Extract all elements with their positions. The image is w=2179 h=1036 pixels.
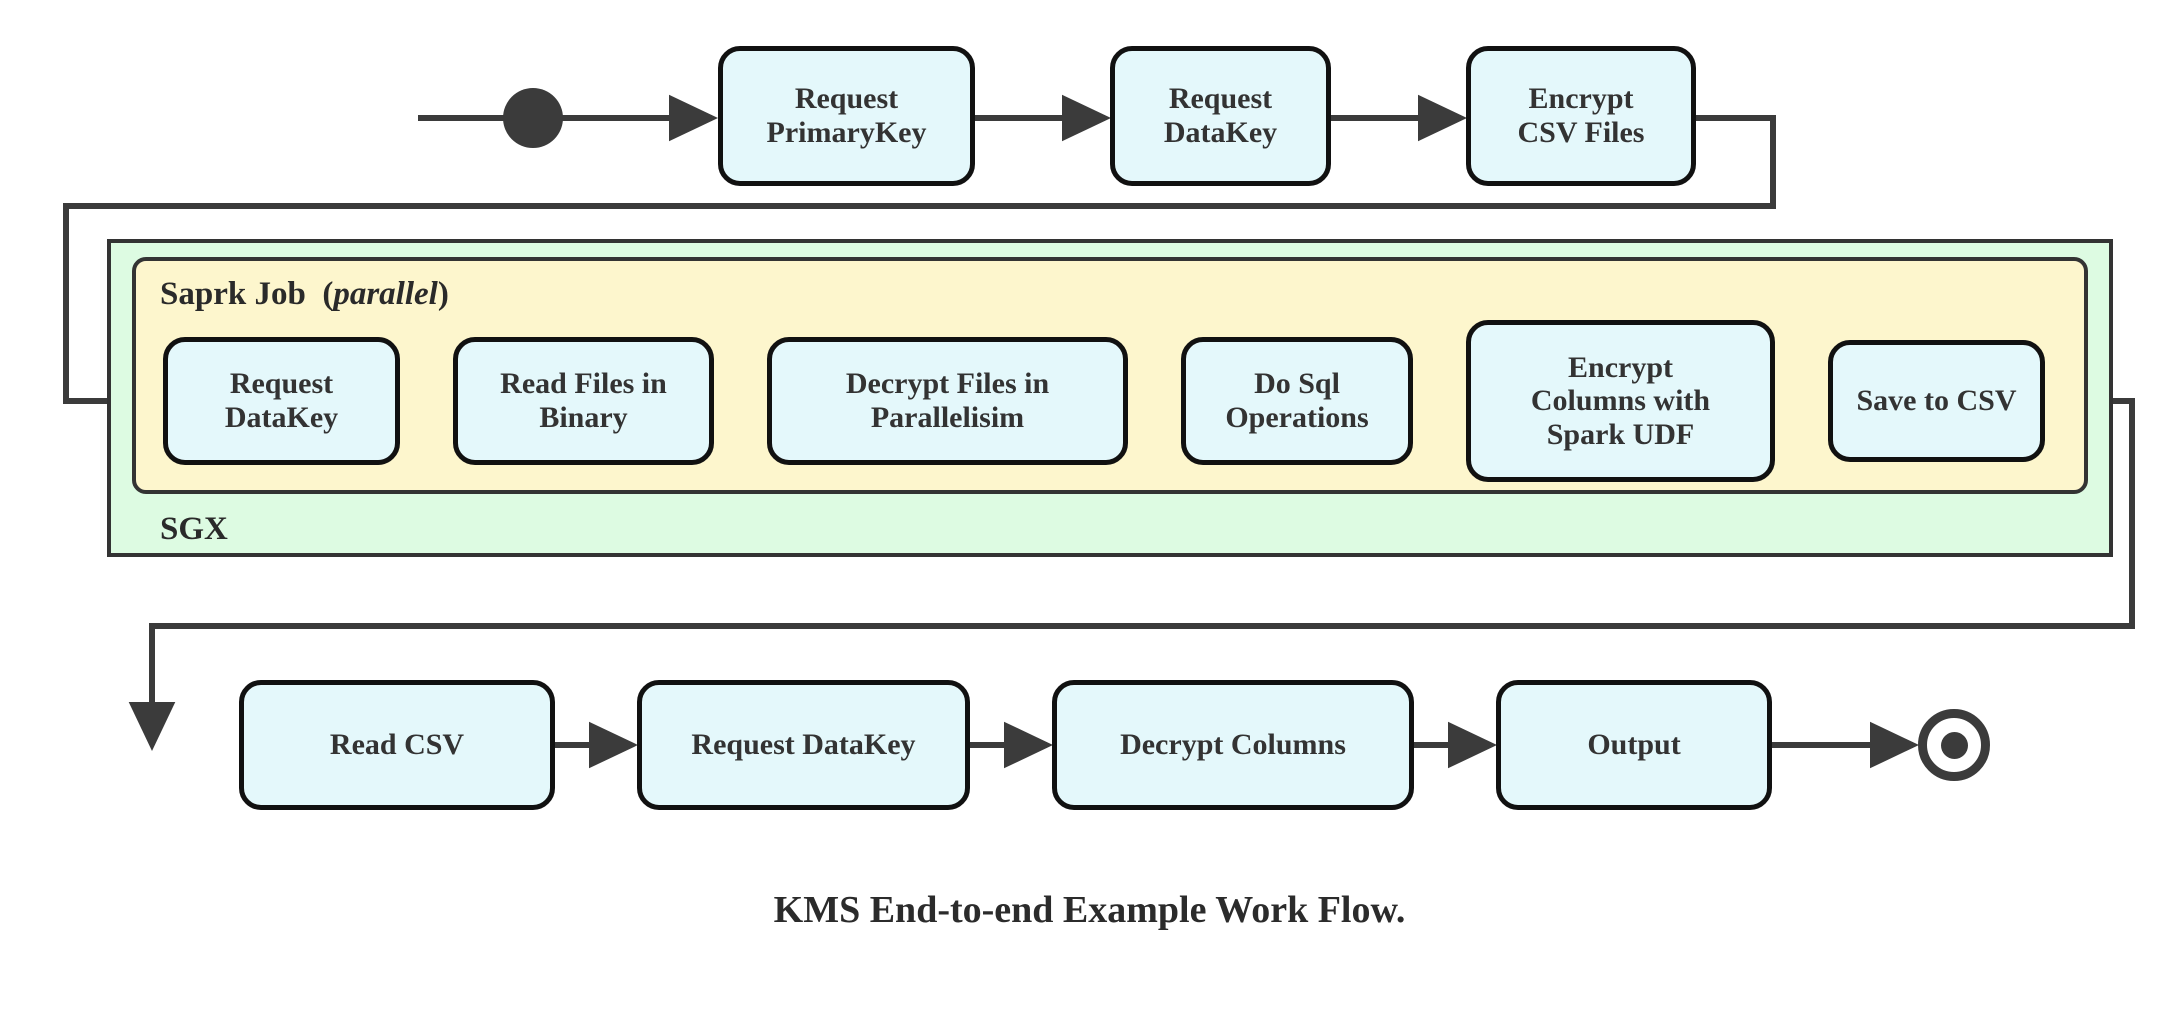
spark-job-note-close: ) — [437, 276, 449, 312]
start-node — [503, 88, 563, 148]
node-decrypt-columns[interactable]: Decrypt Columns — [1052, 680, 1414, 810]
node-encrypt-csv-files-label: Encrypt CSV Files — [1517, 82, 1645, 149]
node-read-files-in-binary[interactable]: Read Files in Binary — [453, 337, 714, 465]
end-node — [1918, 709, 1990, 781]
node-read-csv-label: Read CSV — [329, 728, 465, 762]
node-read-files-in-binary-label: Read Files in Binary — [500, 367, 667, 434]
node-request-datakey-spark-label: Request DataKey — [224, 367, 339, 434]
node-request-datakey-top-label: Request DataKey — [1163, 82, 1278, 149]
node-encrypt-csv-files[interactable]: Encrypt CSV Files — [1466, 46, 1696, 186]
end-node-center — [1940, 731, 1968, 759]
spark-job-note-open: ( — [305, 276, 334, 312]
spark-job-title: Saprk Job — [160, 276, 306, 312]
container-spark-job-label: Saprk Job (parallel) — [160, 276, 449, 313]
spark-job-note: parallel — [333, 276, 438, 312]
node-save-to-csv-label: Save to CSV — [1856, 384, 2017, 418]
node-request-datakey-bottom[interactable]: Request DataKey — [637, 680, 970, 810]
node-output[interactable]: Output — [1496, 680, 1772, 810]
container-sgx-label: SGX — [160, 511, 228, 547]
node-request-datakey-bottom-label: Request DataKey — [691, 728, 916, 762]
diagram-caption: KMS End-to-end Example Work Flow. — [773, 889, 1406, 931]
node-save-to-csv[interactable]: Save to CSV — [1828, 340, 2045, 462]
node-decrypt-files-in-parallelisim-label: Decrypt Files in Parallelisim — [845, 367, 1050, 434]
node-encrypt-columns-with-spark-udf-label: Encrypt Columns with Spark UDF — [1530, 350, 1711, 451]
node-output-label: Output — [1587, 728, 1681, 762]
node-do-sql-operations-label: Do Sql Operations — [1225, 367, 1369, 434]
node-decrypt-files-in-parallelisim[interactable]: Decrypt Files in Parallelisim — [767, 337, 1128, 465]
node-request-primarykey-label: Request PrimaryKey — [766, 82, 927, 149]
node-request-datakey-spark[interactable]: Request DataKey — [163, 337, 400, 465]
node-encrypt-columns-with-spark-udf[interactable]: Encrypt Columns with Spark UDF — [1466, 320, 1775, 482]
node-request-datakey-top[interactable]: Request DataKey — [1110, 46, 1331, 186]
node-read-csv[interactable]: Read CSV — [239, 680, 555, 810]
node-request-primarykey[interactable]: Request PrimaryKey — [718, 46, 975, 186]
node-do-sql-operations[interactable]: Do Sql Operations — [1181, 337, 1413, 465]
node-decrypt-columns-label: Decrypt Columns — [1120, 728, 1346, 762]
